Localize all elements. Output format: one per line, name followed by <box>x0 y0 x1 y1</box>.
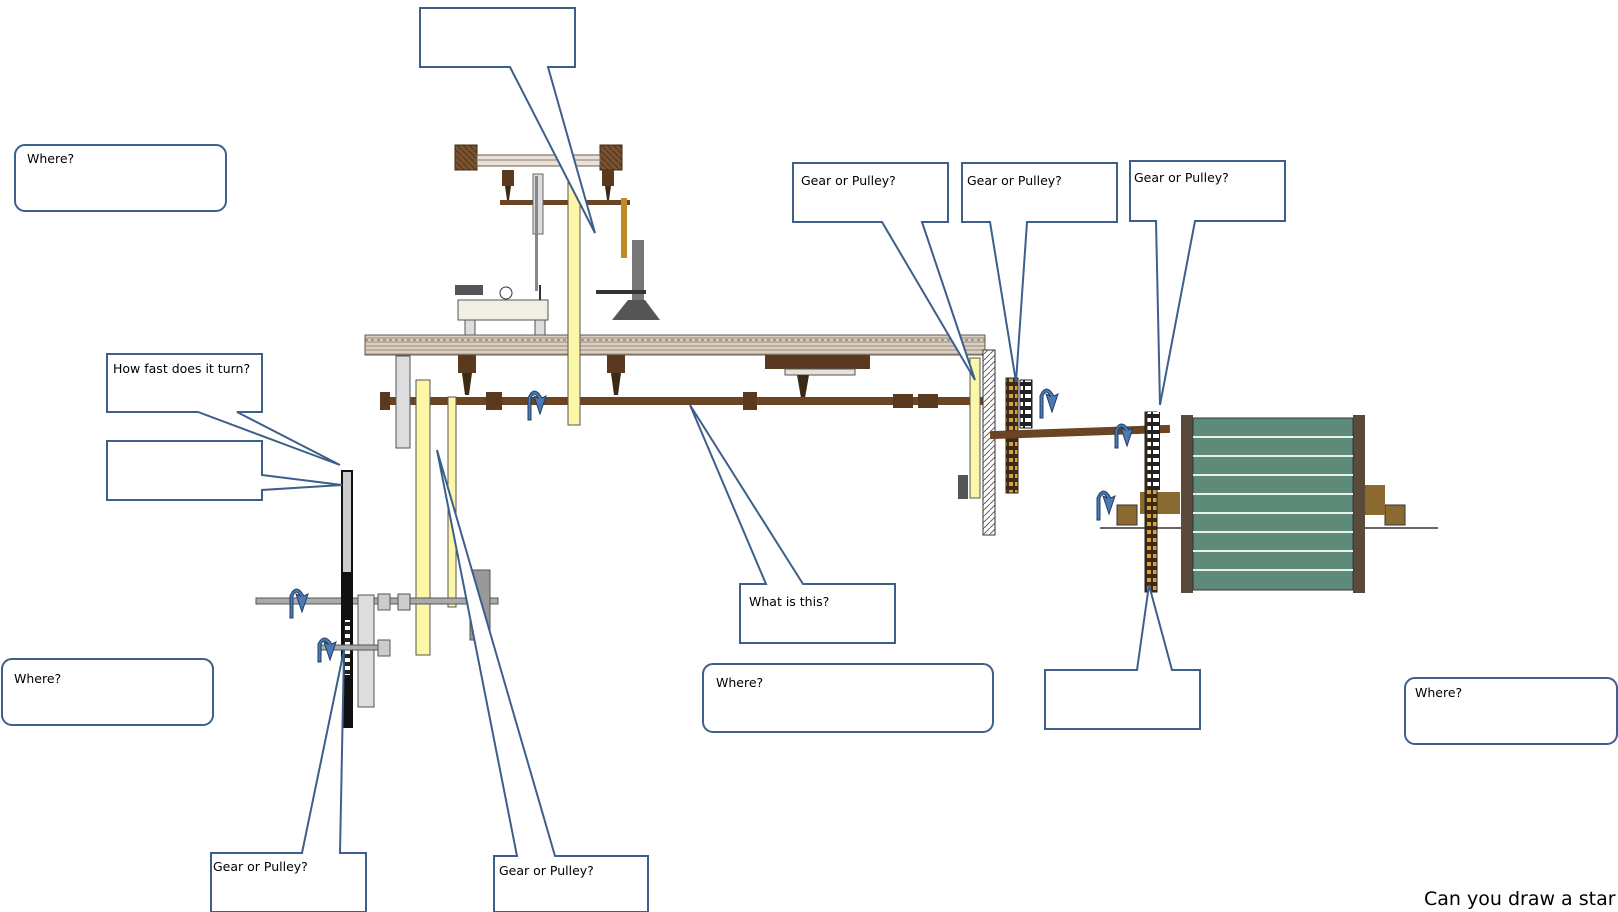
callout-gear-or-pulley-top-3[interactable]: Gear or Pulley? <box>1129 160 1286 406</box>
rotation-arrows <box>289 388 1134 663</box>
rotation-arrow-icon <box>317 637 337 663</box>
callout-what-is-this[interactable]: What is this? <box>689 404 896 644</box>
line-shaft <box>380 392 992 410</box>
floor-machines <box>455 176 660 336</box>
upper-belt <box>567 179 581 426</box>
rotation-arrow-icon <box>527 390 547 421</box>
callout-where-top-left[interactable]: Where? <box>14 144 227 212</box>
callout-label: Where? <box>14 671 61 686</box>
rotation-arrow-icon <box>289 588 309 619</box>
callout-label: Gear or Pulley? <box>801 173 896 188</box>
callout-label: Where? <box>1415 685 1462 700</box>
overhead-beam <box>454 144 630 258</box>
callout-right-blank[interactable] <box>1044 584 1201 730</box>
callout-gear-or-pulley-bottom-left[interactable]: Gear or Pulley? <box>210 649 367 912</box>
callout-label: What is this? <box>749 594 829 609</box>
callout-how-fast[interactable]: How fast does it turn? <box>106 353 341 466</box>
rotation-arrow-icon <box>1114 423 1134 449</box>
callout-label: Gear or Pulley? <box>213 859 308 874</box>
callout-where-center[interactable]: Where? <box>702 663 994 733</box>
callout-top-blank[interactable] <box>419 7 596 234</box>
callout-where-right[interactable]: Where? <box>1404 677 1618 745</box>
callout-label: How fast does it turn? <box>113 361 250 376</box>
callout-gear-or-pulley-bottom-mid[interactable]: Gear or Pulley? <box>436 449 649 912</box>
callout-gear-or-pulley-top-2[interactable]: Gear or Pulley? <box>961 162 1118 383</box>
callout-label: Gear or Pulley? <box>499 863 594 878</box>
callout-label: Where? <box>716 675 763 690</box>
callout-left-blank[interactable] <box>106 440 343 501</box>
callout-label: Gear or Pulley? <box>1134 170 1229 185</box>
callout-label: Where? <box>27 151 74 166</box>
footer-prompt: Can you draw a star w <box>1424 888 1618 910</box>
drum <box>1100 411 1438 593</box>
shaft-hangers <box>458 355 870 398</box>
rotation-arrow-icon <box>1096 490 1116 521</box>
callouts: Where? How fast does it turn? Where? Gea… <box>1 7 1618 912</box>
callout-where-lower-left[interactable]: Where? <box>1 658 214 726</box>
callout-label: Gear or Pulley? <box>967 173 1062 188</box>
right-transmission <box>958 349 1171 536</box>
callout-gear-or-pulley-top-1[interactable]: Gear or Pulley? <box>792 162 976 381</box>
rotation-arrow-icon <box>1039 388 1059 419</box>
floor-plank <box>364 334 986 356</box>
